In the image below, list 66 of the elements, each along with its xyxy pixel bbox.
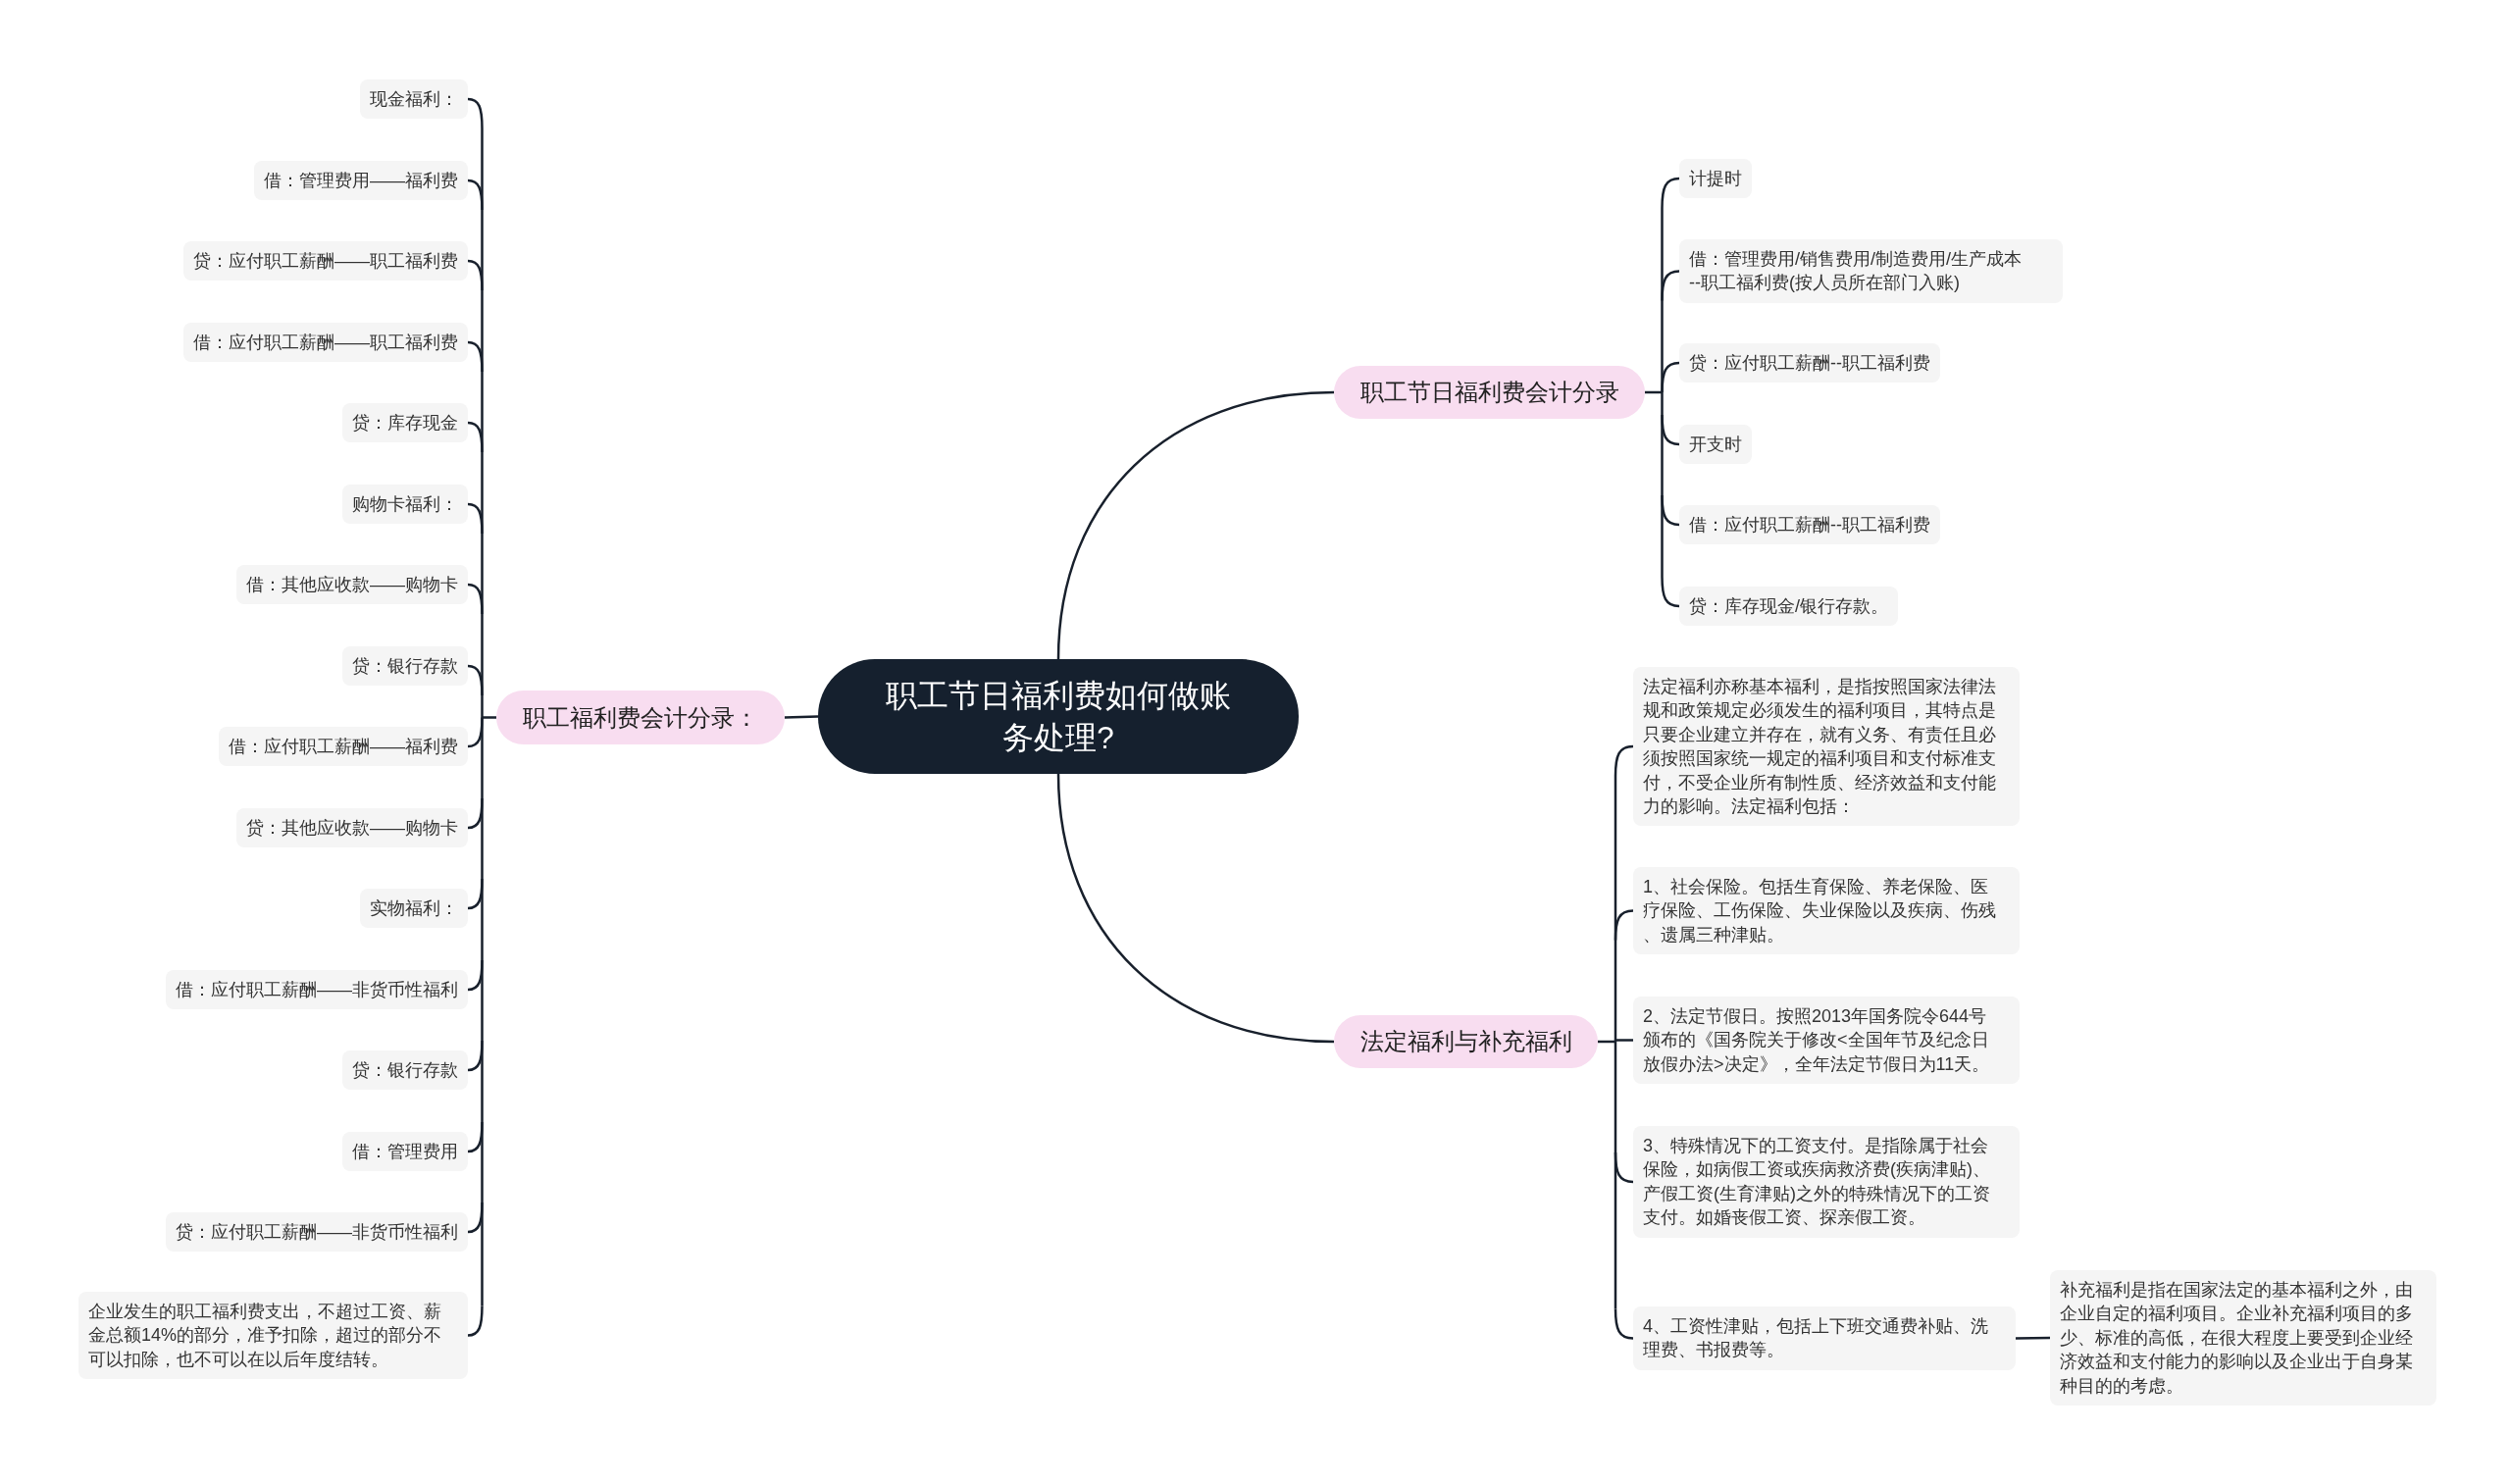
connector-line — [1661, 415, 1680, 446]
connector-line — [467, 879, 484, 910]
text-box: 借：应付职工薪酬——福利费 — [219, 727, 468, 767]
central-topic-pill: 职工节日福利费如何做账务处理? — [818, 659, 1299, 774]
text-box: 1、社会保险。包括生育保险、养老保险、医疗保险、工伤保险、失业保险以及疾病、伤残、遗属三种津贴。 — [1633, 867, 2020, 955]
text-box: 法定福利亦称基本福利，是指按照国家法律法规和政策规定必须发生的福利项目，其特点是只要企业建立并存在，就有义务、有责任且必须按照国家统一规定的福利项目和支付标准支付，不受企业所有制性质、经济效益和支付能力的影响。法定福利包括： — [1633, 667, 2020, 827]
text-box: 贷：库存现金/银行存款。 — [1679, 587, 1898, 627]
connector-line — [467, 583, 484, 614]
connector-line — [467, 664, 484, 695]
connector-line — [481, 127, 498, 1307]
text-box: 贷：应付职工薪酬--职工福利费 — [1679, 343, 1940, 384]
text-box: 贷：银行存款 — [342, 1050, 468, 1091]
text-box: 现金福利： — [360, 79, 468, 120]
connector-line — [784, 715, 819, 719]
connector-line — [467, 421, 484, 452]
connector-line — [1615, 1039, 1633, 1042]
text-box: 补充福利是指在国家法定的基本福利之外，由企业自定的福利项目。企业补充福利项目的多少、标准的高低，在很大程度上要受到企业经济效益和支付能力的影响以及企业出于自身某种目的的考虑。 — [2050, 1270, 2436, 1407]
text-box: 贷：银行存款 — [342, 646, 468, 687]
text-box: 贷：应付职工薪酬——非货币性福利 — [166, 1212, 468, 1253]
connector-line — [467, 179, 484, 210]
connector-line — [467, 717, 484, 748]
connector-line — [1661, 177, 1680, 208]
text-box: 4、工资性津贴，包括上下班交通费补贴、洗理费、书报费等。 — [1633, 1306, 2016, 1370]
connector-line — [467, 960, 484, 992]
connector-line — [467, 1305, 484, 1337]
text-box: 借：应付职工薪酬——非货币性福利 — [166, 970, 468, 1010]
connector-line — [467, 97, 484, 128]
connector-line — [1643, 206, 1664, 579]
topic-pill: 职工节日福利费会计分录 — [1334, 366, 1645, 419]
connector-line — [1596, 774, 1617, 1310]
text-box: 3、特殊情况下的工资支付。是指除属于社会保险，如病假工资或疾病救济费(疾病津贴)、产假工资(生育津贴)之外的特殊情况下的工资支付。如婚丧假工资、探亲假工资。 — [1633, 1126, 2020, 1238]
text-box: 贷：其他应收款——购物卡 — [236, 808, 468, 848]
connector-line — [1661, 270, 1680, 301]
topic-pill: 法定福利与补充福利 — [1334, 1015, 1598, 1068]
text-box: 借：管理费用 — [342, 1132, 468, 1172]
connector-line — [1056, 390, 1335, 660]
connector-line — [2016, 1336, 2050, 1340]
connector-line — [467, 1122, 484, 1153]
text-box: 借：其他应收款——购物卡 — [236, 565, 468, 605]
connector-line — [1661, 495, 1680, 527]
connector-line — [1614, 744, 1634, 777]
text-box: 开支时 — [1679, 425, 1752, 465]
text-box: 借：应付职工薪酬--职工福利费 — [1679, 505, 1940, 545]
text-box: 贷：库存现金 — [342, 403, 468, 443]
topic-pill: 职工福利费会计分录： — [496, 691, 785, 744]
text-box: 计提时 — [1679, 159, 1752, 199]
connector-line — [1661, 577, 1680, 608]
text-box: 2、法定节假日。按照2013年国务院令644号颁布的《国务院关于修改<全国年节及纪念日放假办法>决定》，全年法定节假日为11天。 — [1633, 997, 2020, 1085]
text-box: 借：应付职工薪酬——职工福利费 — [183, 323, 468, 363]
text-box: 贷：应付职工薪酬——职工福利费 — [183, 241, 468, 281]
connector-line — [467, 1041, 484, 1072]
connector-line — [467, 1203, 484, 1234]
connector-line — [467, 798, 484, 830]
connector-line — [467, 340, 484, 372]
connector-line — [1614, 1308, 1634, 1340]
connector-line — [467, 259, 484, 290]
text-box: 借：管理费用/销售费用/制造费用/生产成本--职工福利费(按人员所在部门入账) — [1679, 239, 2063, 303]
connector-line — [1614, 909, 1634, 941]
text-box: 企业发生的职工福利费支出，不超过工资、薪金总额14%的部分，准予扣除，超过的部分不可以扣除，也不可以在以后年度结转。 — [78, 1292, 468, 1380]
connector-line — [1056, 773, 1335, 1044]
text-box: 实物福利： — [360, 889, 468, 929]
connector-line — [1614, 1151, 1634, 1184]
text-box: 借：管理费用——福利费 — [254, 161, 468, 201]
connector-line — [467, 502, 484, 534]
text-box: 购物卡福利： — [342, 485, 468, 525]
connector-line — [1661, 361, 1680, 392]
